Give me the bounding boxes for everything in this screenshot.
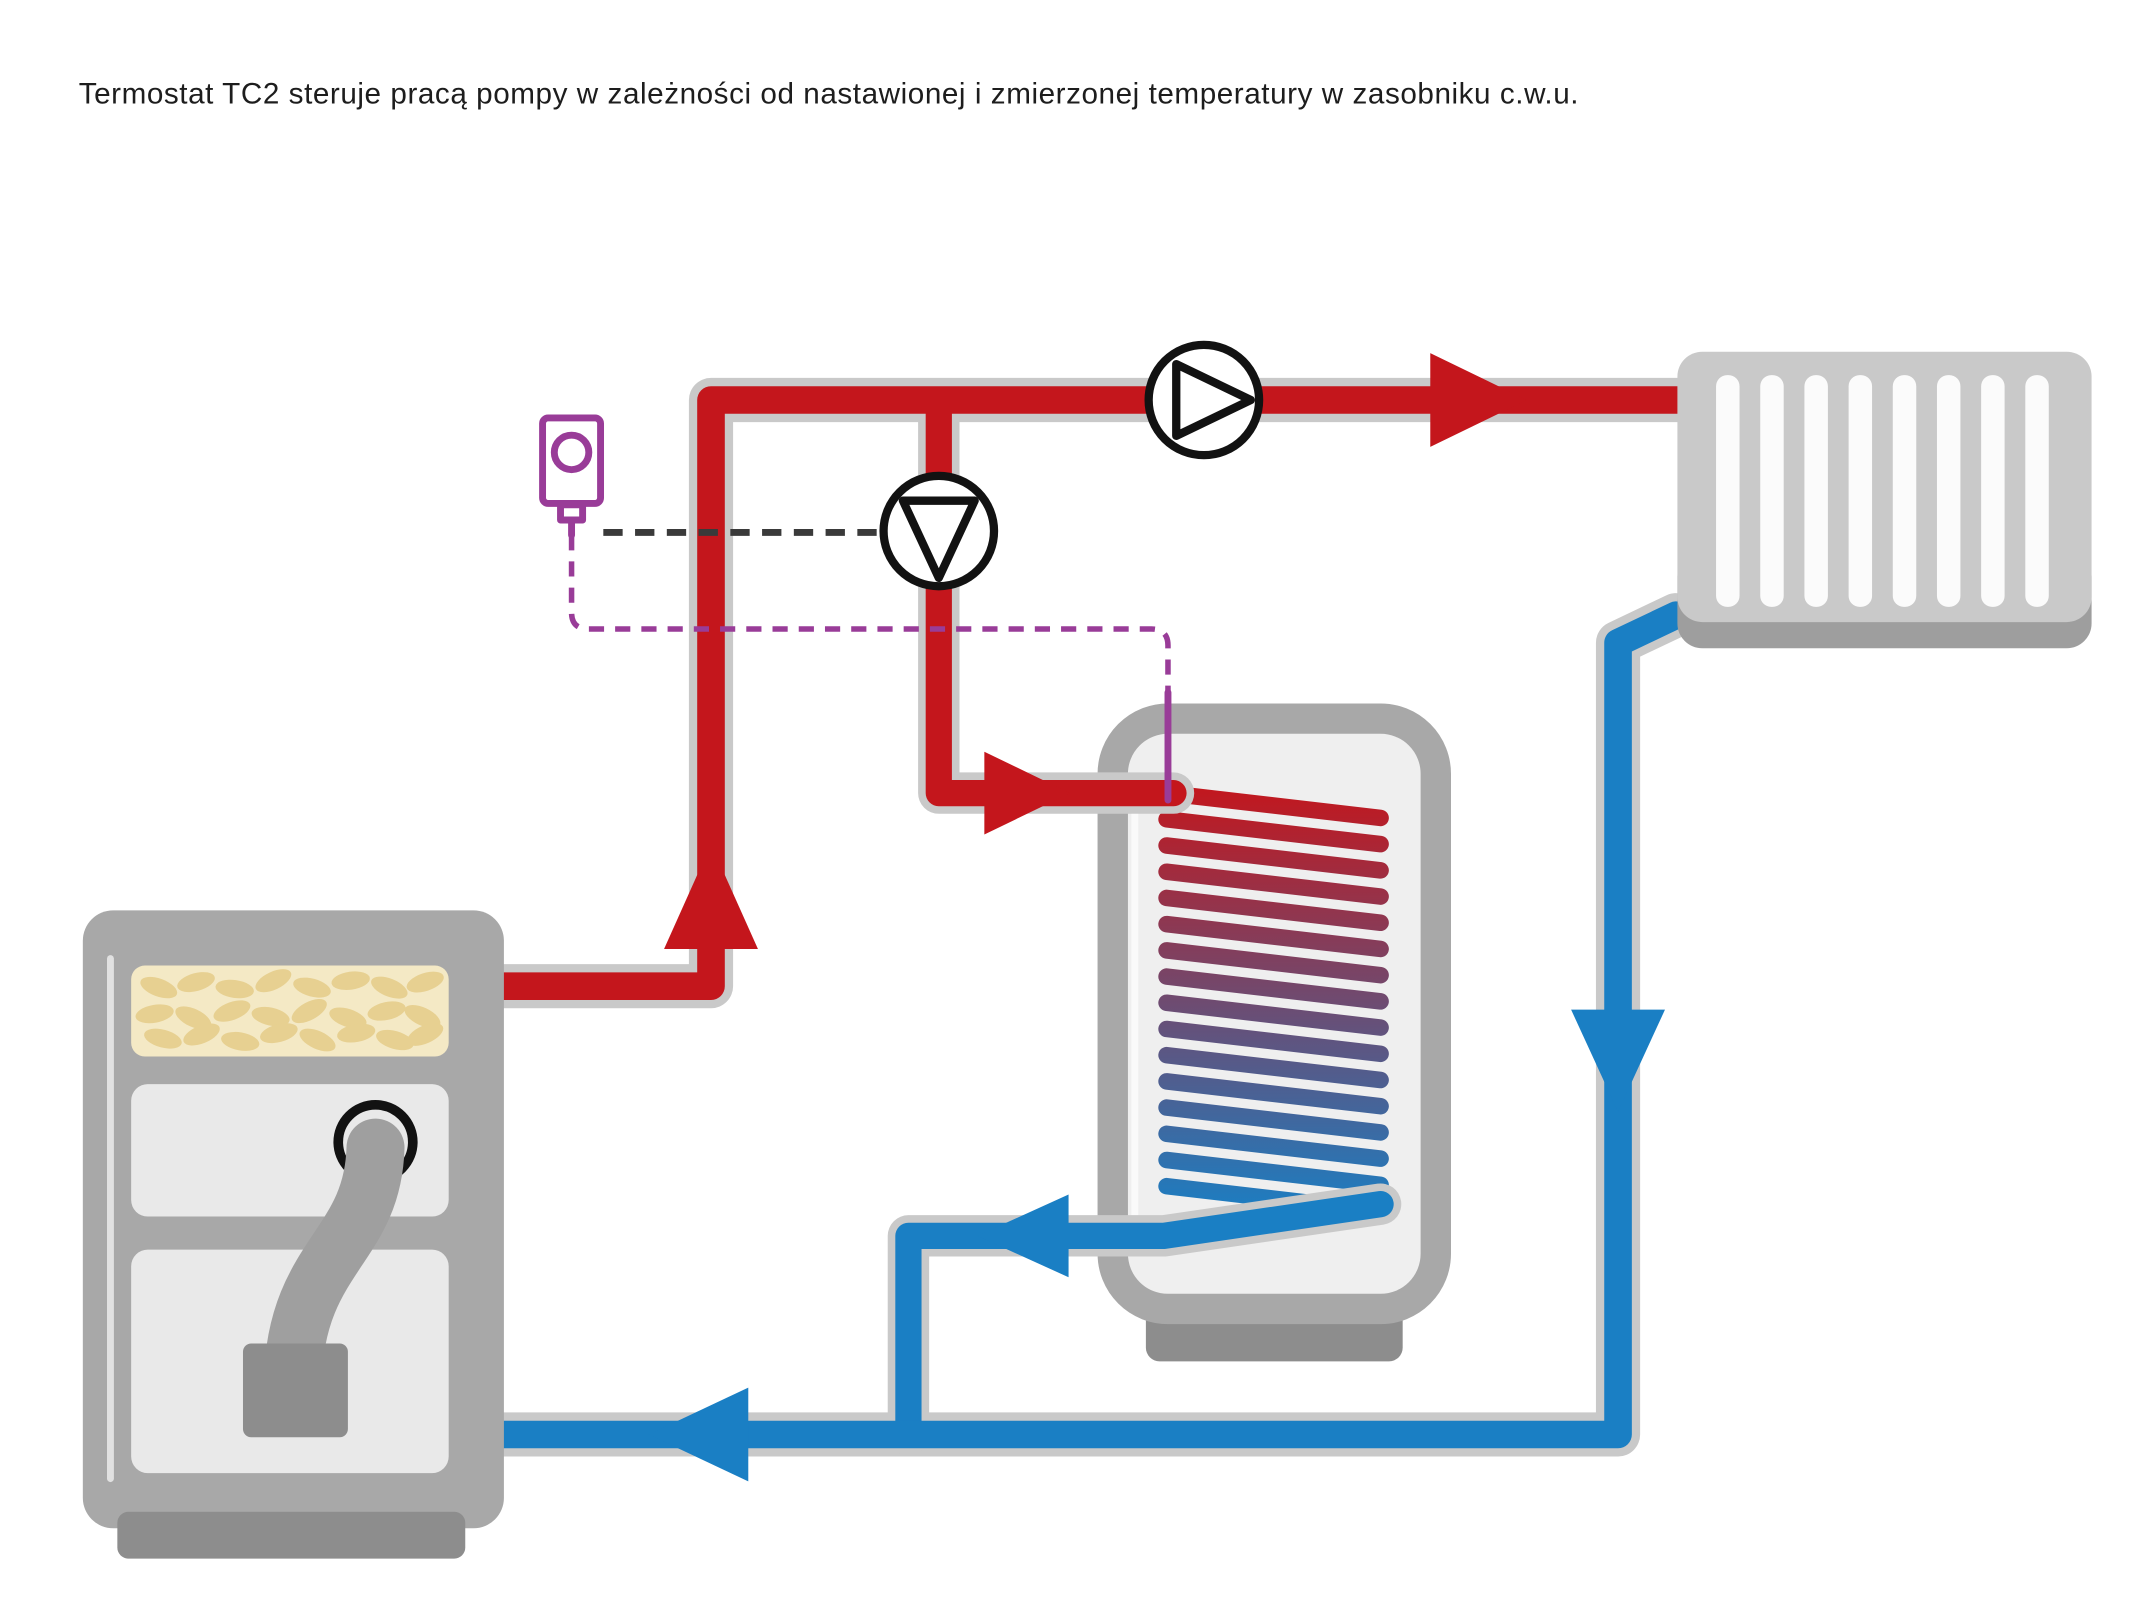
- circulation-pump-ch: [1144, 340, 1264, 460]
- pellet-boiler: [82, 910, 504, 1559]
- pellets: [135, 969, 444, 1052]
- burner-box: [242, 1343, 348, 1438]
- return-pipe-casing: [477, 593, 1699, 1457]
- boiler-base: [117, 1511, 466, 1559]
- return-pipe: [485, 601, 1690, 1449]
- thermostat-tc2: [539, 414, 1172, 804]
- flow-arrow-tank-return-icon: [977, 1194, 1069, 1278]
- flow-arrow-left-icon: [648, 1387, 749, 1482]
- control-line-thermostat-sensor: [568, 535, 1171, 693]
- radiator: [1677, 351, 2092, 649]
- circulation-pump-dhw: [879, 471, 999, 591]
- flow-arrow-branch-icon: [984, 751, 1070, 835]
- thermostat-dial-icon: [550, 431, 593, 474]
- flow-arrow-down-icon: [1571, 1009, 1665, 1112]
- pump-ch-rotor-icon: [1172, 360, 1255, 440]
- pump-dhw-rotor-icon: [898, 496, 979, 583]
- flow-arrow-up-icon: [664, 844, 758, 949]
- tank-heating-coil: [1158, 784, 1389, 1220]
- caption-text: Termostat TC2 steruje pracą pompy w zale…: [79, 77, 1579, 110]
- flow-arrow-right-icon: [1430, 353, 1527, 447]
- flow-arrows: [648, 353, 1665, 1482]
- radiator-fins: [1716, 375, 2049, 607]
- auger-tube: [263, 1118, 405, 1412]
